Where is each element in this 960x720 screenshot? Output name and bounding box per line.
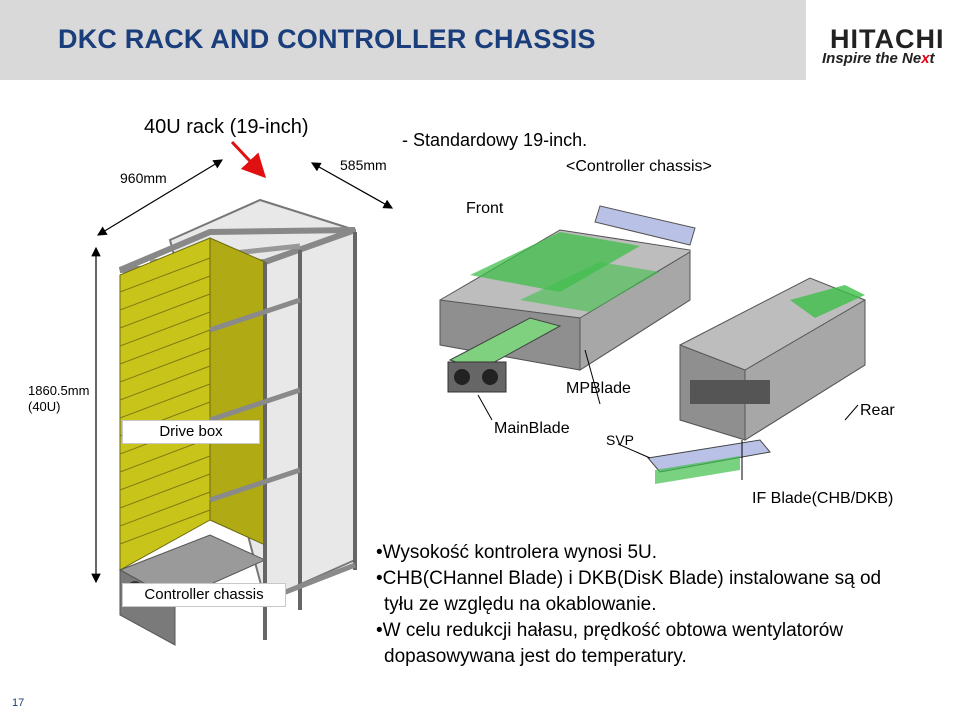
logo-brand: HITACHI (830, 24, 945, 54)
hitachi-logo: HITACHI Inspire the Next (806, 0, 960, 80)
bullet-item-continued: dopasowywana jest do temperatury. (384, 646, 687, 667)
rear-label: Rear (860, 402, 895, 419)
rack-depth-label: 585mm (340, 157, 387, 173)
page-number: 17 (12, 697, 25, 709)
controller-front-illustration (439, 205, 696, 421)
bullet-item: •W celu redukcji hałasu, prędkość obtowa… (376, 620, 844, 641)
controller-chassis-heading: <Controller chassis> (566, 158, 712, 175)
drive-box-label: Drive box (122, 420, 260, 444)
rack-height-units: (40U) (28, 399, 61, 414)
controller-rear-illustration (617, 277, 866, 484)
mainblade-label: MainBlade (494, 420, 570, 437)
slide-title: DKC RACK AND CONTROLLER CHASSIS (58, 24, 596, 54)
rack-height-label: 1860.5mm (28, 383, 90, 398)
svp-label: SVP (606, 432, 635, 448)
rack-heading: 40U rack (19-inch) (144, 116, 309, 138)
controller-chassis-label: Controller chassis (122, 583, 286, 607)
bullet-list: •Wysokość kontrolera wynosi 5U. •CHB(CHa… (376, 540, 956, 670)
front-label: Front (466, 200, 504, 217)
drive-box-stack (119, 237, 266, 571)
bullet-item: •Wysokość kontrolera wynosi 5U. (376, 542, 658, 563)
title-bar: DKC RACK AND CONTROLLER CHASSIS (0, 0, 960, 80)
rack-width-label: 960mm (120, 170, 167, 186)
bullet-item-continued: tyłu ze względu na okablowanie. (384, 594, 657, 615)
standard-note: - Standardowy 19-inch. (402, 130, 588, 150)
rack-illustration (91, 140, 394, 650)
mpblade-label: MPBlade (566, 380, 631, 397)
ifblade-label: IF Blade(CHB/DKB) (752, 490, 894, 507)
bullet-item: •CHB(CHannel Blade) i DKB(DisK Blade) in… (376, 568, 882, 589)
logo-tagline: Inspire the Next (822, 50, 935, 67)
